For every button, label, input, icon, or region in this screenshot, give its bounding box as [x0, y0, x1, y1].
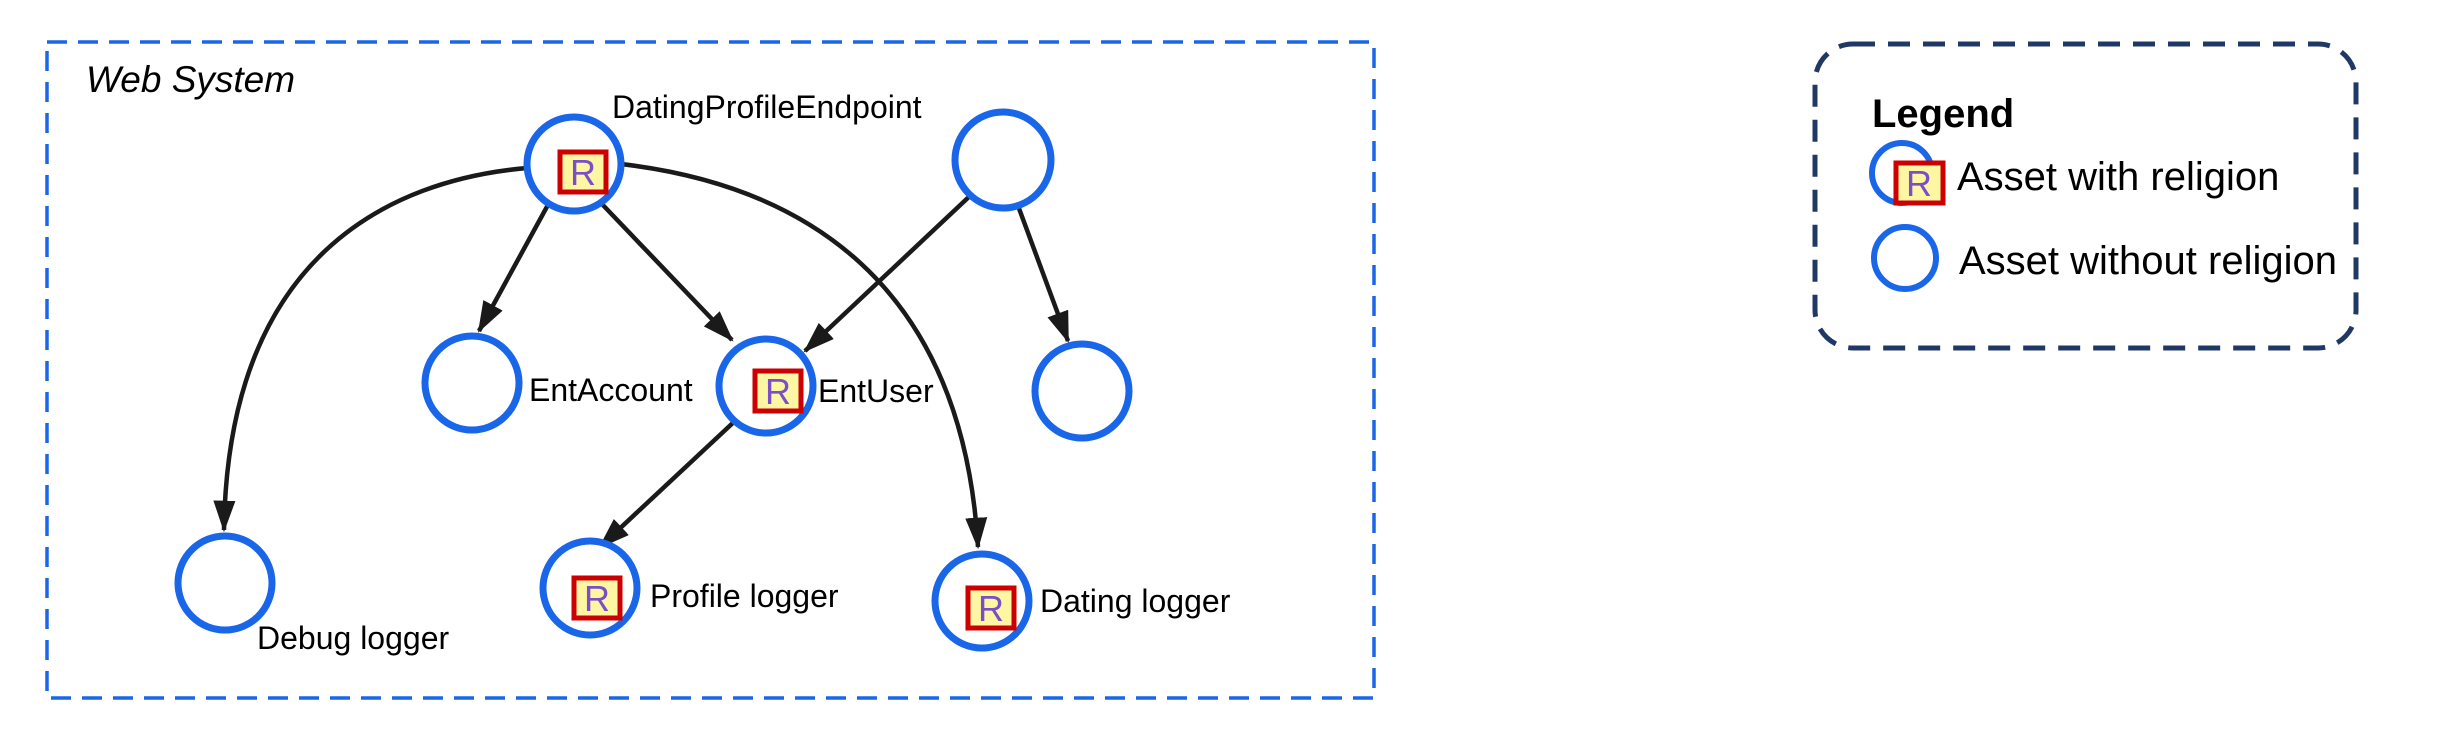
web-system-boundary	[45, 40, 1376, 700]
religion-badge	[1893, 160, 1946, 206]
religion-badge-letter: R	[584, 578, 610, 619]
node-label: EntAccount	[529, 372, 693, 408]
node-dating-profile-endpoint: R DatingProfileEndpoint	[523, 89, 922, 215]
node-label: Debug logger	[257, 620, 449, 656]
node-label: Dating logger	[1040, 583, 1231, 619]
edge-entuser-to-profile-logger	[598, 418, 738, 549]
node-unnamed-top-right	[951, 108, 1055, 212]
node-label: EntUser	[818, 373, 934, 409]
web-system-label: Web System	[86, 59, 295, 100]
node-label: Profile logger	[650, 578, 839, 614]
node-debug-logger: Debug logger	[174, 532, 449, 656]
asset-circle	[951, 108, 1055, 212]
asset-circle	[174, 532, 276, 634]
legend-item-with-religion: R Asset with religion	[1869, 140, 2279, 206]
religion-badge-letter: R	[1906, 163, 1932, 204]
edge-dpe-to-entuser	[598, 200, 734, 342]
religion-badge	[752, 368, 804, 414]
legend-asset-without-religion-icon	[1871, 224, 1939, 292]
legend: Legend R Asset with religion Asset witho…	[1812, 41, 2359, 351]
legend-title: Legend	[1872, 92, 2014, 136]
religion-badge-letter: R	[978, 588, 1004, 629]
edge-dpe-to-debug-logger	[213, 165, 528, 533]
religion-badge	[571, 575, 623, 621]
edge-unnamed-top-to-unnamed-right	[1014, 202, 1071, 344]
legend-item-without-religion: Asset without religion	[1871, 224, 2337, 292]
node-profile-logger: R Profile logger	[539, 537, 839, 639]
node-dating-logger: R Dating logger	[931, 550, 1231, 652]
asset-circle	[421, 332, 523, 434]
religion-badge	[965, 585, 1017, 631]
node-ent-user: R EntUser	[715, 335, 934, 437]
edge-dpe-to-entaccount	[477, 201, 551, 333]
religion-badge-letter: R	[570, 152, 596, 193]
edge-unnamed-top-to-entuser	[803, 192, 974, 353]
religion-badge-letter: R	[765, 371, 791, 412]
node-ent-account: EntAccount	[421, 332, 693, 434]
node-label: DatingProfileEndpoint	[612, 89, 922, 125]
religion-badge	[557, 149, 609, 195]
edge-dpe-to-dating-logger	[620, 161, 988, 550]
asset-circle	[1031, 340, 1133, 442]
node-unnamed-mid-right	[1031, 340, 1133, 442]
legend-item-label: Asset without religion	[1959, 239, 2337, 283]
legend-box	[1812, 41, 2359, 351]
edges	[213, 161, 1071, 550]
legend-item-label: Asset with religion	[1957, 155, 2279, 199]
